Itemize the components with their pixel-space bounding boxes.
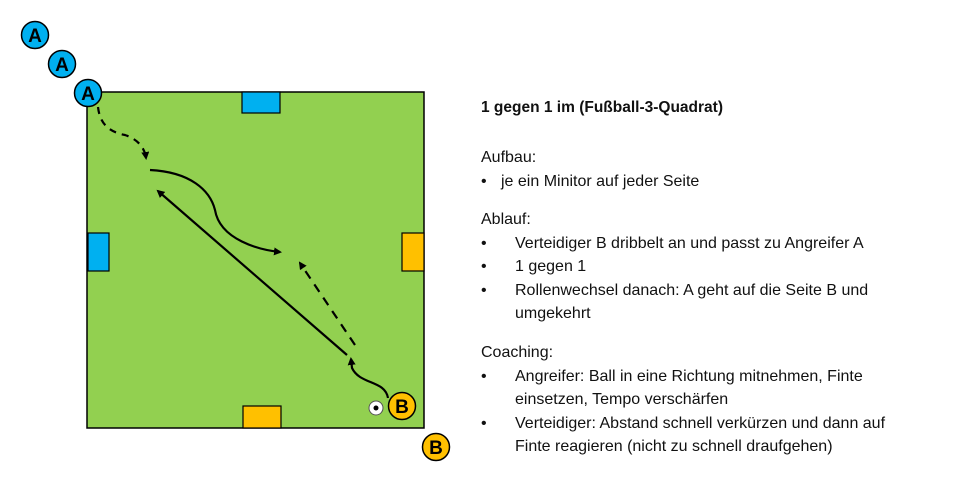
bullet: •: [481, 368, 487, 385]
minigoal-left: [87, 232, 110, 272]
svg-text:B: B: [395, 397, 409, 418]
bullet: •: [481, 415, 487, 432]
svg-text:A: A: [55, 55, 69, 76]
coaching-item: Angreifer: Ball in eine Richtung mitnehm…: [515, 368, 863, 385]
pass-line: [156, 189, 348, 356]
svg-text:A: A: [28, 26, 42, 47]
drill-title: 1 gegen 1 im (Fußball-3-Quadrat): [481, 99, 723, 116]
minigoal-bottom: [242, 405, 282, 429]
coaching-item: Verteidiger: Abstand schnell verkürzen u…: [515, 415, 886, 432]
coaching-item-cont: einsetzen, Tempo verschärfen: [515, 391, 729, 408]
run-path-a: [96, 106, 150, 160]
aufbau-heading: Aufbau:: [481, 149, 537, 166]
ablauf-heading: Ablauf:: [481, 211, 531, 228]
dribble-path-b: [347, 357, 390, 399]
ball-icon: [368, 400, 384, 416]
bullet: •: [481, 282, 487, 299]
dribble-path-a: [149, 168, 282, 256]
coaching-item-cont: Finte reagieren (nicht zu schnell draufg…: [515, 438, 833, 455]
playing-field: [86, 91, 425, 429]
minigoal-right: [401, 232, 425, 272]
ablauf-item: 1 gegen 1: [515, 258, 587, 275]
bullet: •: [481, 235, 487, 252]
player-b-2: B: [421, 432, 451, 462]
ablauf-item: Verteidiger B dribbelt an und passt zu A…: [515, 235, 864, 252]
player-b-1: B: [387, 391, 417, 421]
ablauf-item: Rollenwechsel danach: A geht auf die Sei…: [515, 282, 869, 299]
ablauf-item-cont: umgekehrt: [515, 305, 591, 322]
player-a-3: A: [73, 78, 103, 108]
bullet: •: [481, 258, 487, 275]
coaching-heading: Coaching:: [481, 344, 554, 361]
player-a-2: A: [47, 49, 77, 79]
svg-text:A: A: [81, 84, 95, 105]
bullet: •: [481, 173, 487, 190]
minigoal-top: [241, 91, 281, 114]
player-a-1: A: [20, 20, 50, 50]
aufbau-item: je ein Minitor auf jeder Seite: [501, 173, 700, 190]
svg-text:B: B: [429, 438, 443, 459]
run-path-b: [298, 261, 356, 346]
